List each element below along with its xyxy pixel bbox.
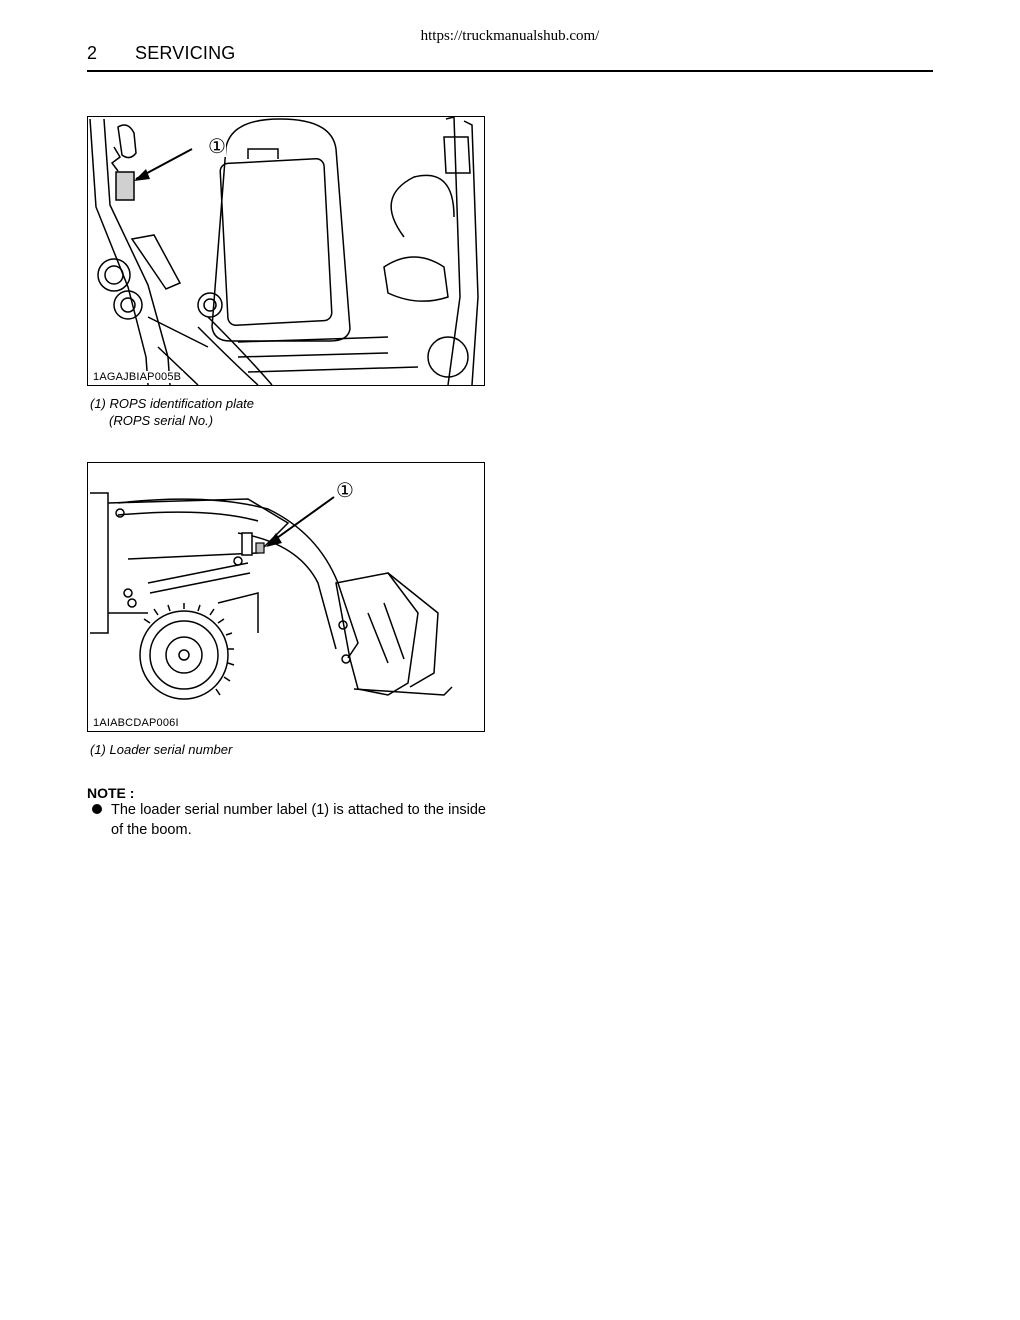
bullet-icon (92, 804, 102, 814)
callout-1: ① (336, 480, 354, 502)
rops-illustration (89, 117, 479, 385)
loader-figure: ① 1AIABCDAP006I (87, 462, 485, 732)
section-title: SERVICING (135, 43, 236, 63)
caption-line-1: (1) ROPS identification plate (90, 396, 255, 411)
rops-figure: ① 1AGAJBIAP005B (87, 116, 485, 386)
caption-line-2: (ROPS serial No.) (109, 413, 214, 428)
figure-caption: (1) Loader serial number (90, 742, 233, 757)
page-number: 2 (87, 43, 98, 63)
figure-code: 1AGAJBIAP005B (91, 371, 184, 383)
figure-caption: (1) ROPS identification plate (ROPS seri… (90, 395, 254, 429)
header-rule (87, 70, 933, 72)
loader-illustration (90, 492, 453, 700)
figure-code: 1AIABCDAP006I (91, 717, 181, 729)
callout-1: ① (208, 136, 226, 158)
note-item: The loader serial number label (1) is at… (111, 802, 486, 838)
note-title: NOTE : (87, 785, 135, 801)
source-url: https://truckmanualshub.com/ (420, 28, 600, 44)
